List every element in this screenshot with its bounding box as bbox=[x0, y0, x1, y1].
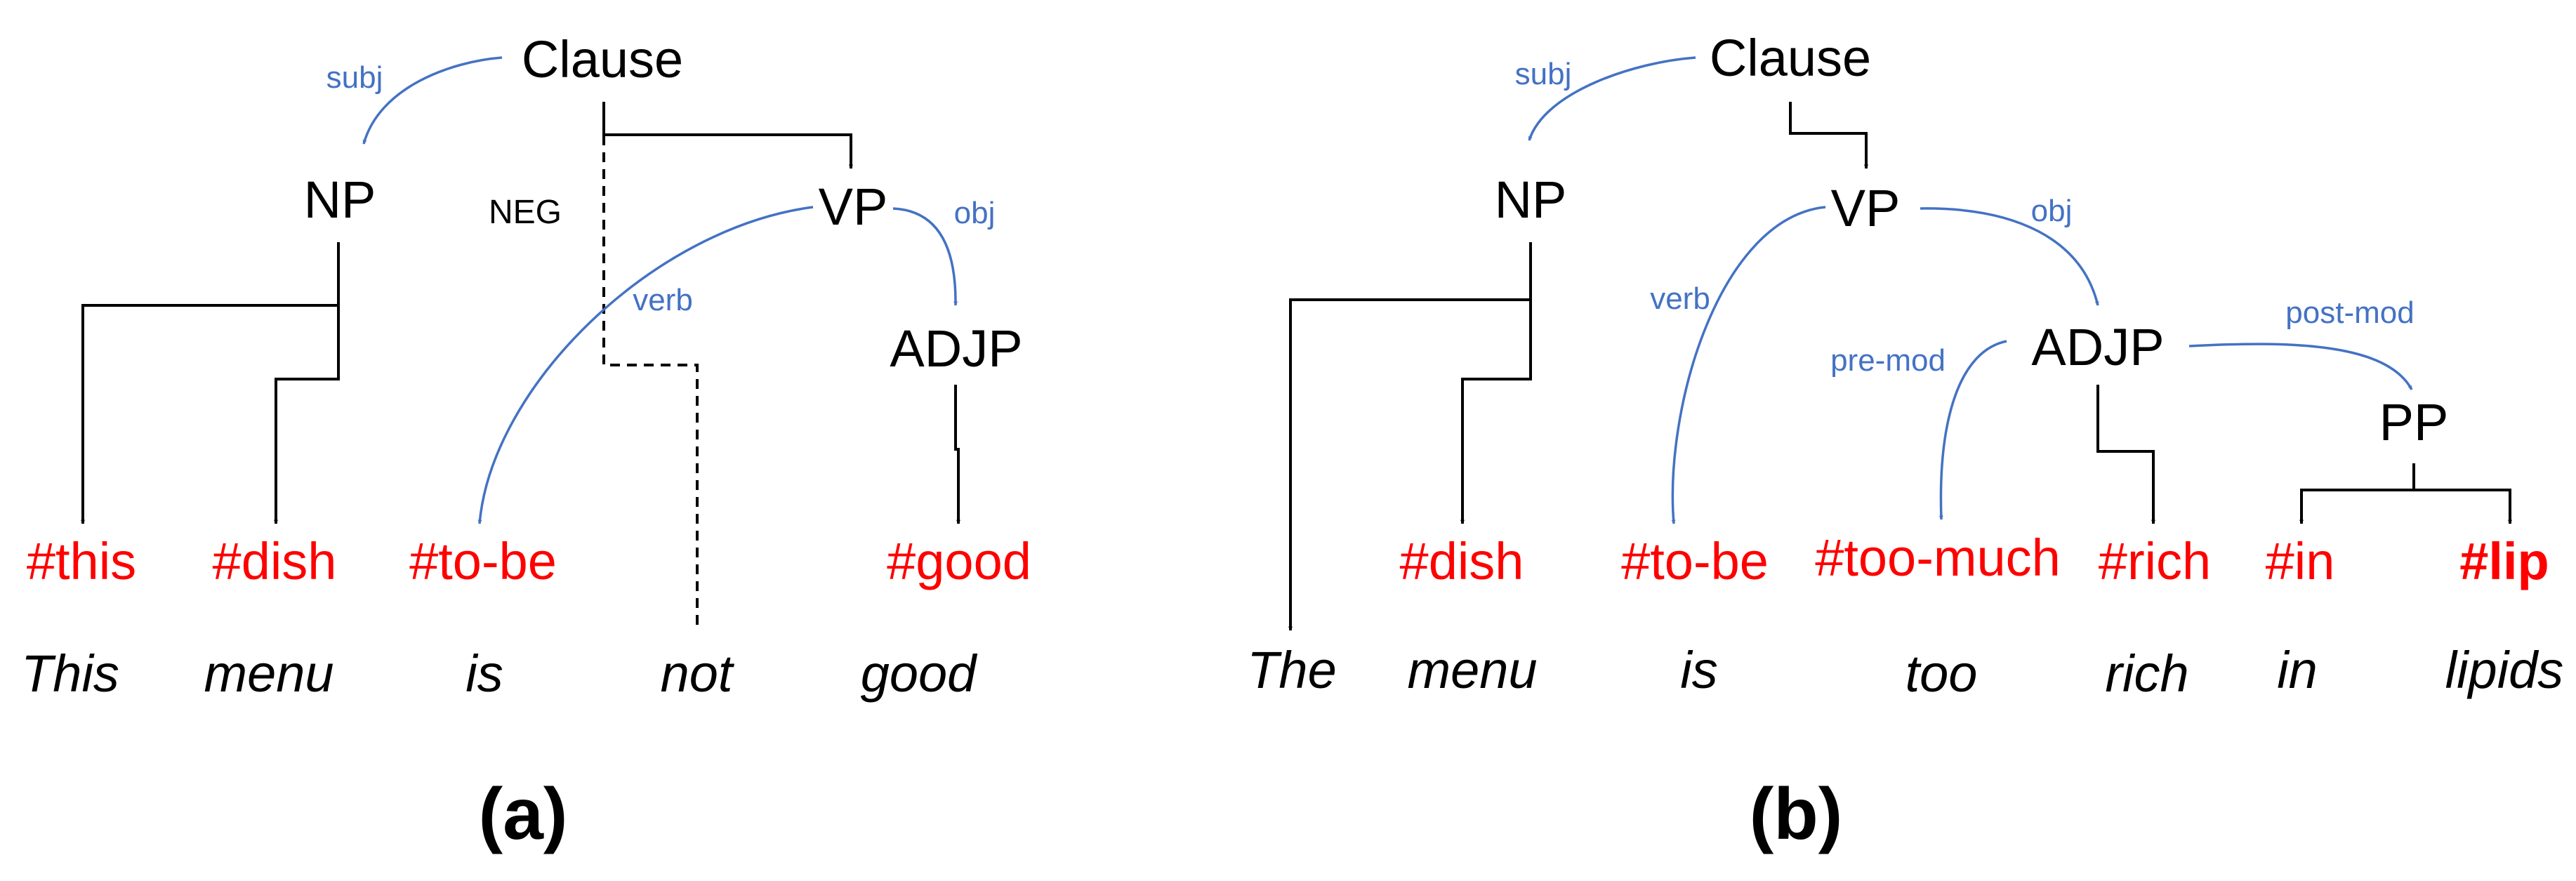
node-vp: VP bbox=[819, 178, 888, 236]
word-lipids: lipids bbox=[2445, 641, 2564, 699]
caption-a: (a) bbox=[478, 774, 567, 855]
node-adjp: ADJP bbox=[890, 319, 1022, 378]
arc-verb-b bbox=[1671, 206, 1826, 524]
word-menu-b: menu bbox=[1407, 641, 1537, 699]
edge-adjp-rich bbox=[2096, 385, 2155, 524]
tag-to-be: #to-be bbox=[409, 532, 557, 590]
panel-a: Clause NP NEG VP ADJP subj verb obj #thi… bbox=[21, 30, 1031, 855]
node-neg: NEG bbox=[489, 194, 562, 231]
node-clause-b: Clause bbox=[1710, 29, 1871, 87]
edge-pp-lip bbox=[2301, 489, 2512, 524]
node-np: NP bbox=[304, 171, 376, 229]
panel-b: Clause NP VP ADJP PP subj verb obj pre-m… bbox=[1247, 29, 2563, 855]
word-is-b: is bbox=[1680, 641, 1717, 699]
tag-dish: #dish bbox=[213, 532, 337, 590]
edge-clause-vp bbox=[602, 102, 853, 169]
tag-to-be-b: #to-be bbox=[1621, 532, 1769, 590]
tag-lip: #lip bbox=[2459, 532, 2549, 590]
word-menu: menu bbox=[204, 644, 333, 703]
tag-good: #good bbox=[887, 532, 1031, 590]
word-in: in bbox=[2277, 641, 2318, 699]
relation-pre-mod: pre-mod bbox=[1830, 343, 1946, 378]
edge-np-dish bbox=[274, 305, 340, 524]
node-pp: PP bbox=[2379, 393, 2449, 451]
word-this: This bbox=[21, 644, 119, 703]
edge-np-dish-b bbox=[1460, 300, 1532, 524]
edge-clause-vp-b bbox=[1789, 102, 1868, 169]
arc-obj bbox=[892, 207, 958, 306]
edge-np-the bbox=[1288, 242, 1532, 631]
edge-pp-in bbox=[2299, 463, 2415, 524]
tag-rich: #rich bbox=[2099, 532, 2211, 590]
tag-too-much: #too-much bbox=[1815, 529, 2061, 587]
relation-obj: obj bbox=[954, 196, 996, 230]
node-clause: Clause bbox=[522, 30, 683, 88]
word-not: not bbox=[661, 644, 735, 703]
arc-obj-b bbox=[1920, 207, 2099, 306]
tag-in: #in bbox=[2266, 532, 2335, 590]
word-too: too bbox=[1905, 644, 1978, 703]
relation-verb-b: verb bbox=[1650, 281, 1710, 316]
relation-subj: subj bbox=[326, 60, 383, 95]
relation-verb: verb bbox=[633, 283, 693, 317]
arc-subj-b bbox=[1528, 56, 1696, 141]
arc-verb bbox=[477, 206, 814, 524]
arc-pre-mod bbox=[1938, 340, 2007, 520]
arc-post-mod bbox=[2188, 343, 2413, 390]
relation-obj-b: obj bbox=[2031, 194, 2073, 228]
tag-this: #this bbox=[27, 532, 136, 590]
caption-b: (b) bbox=[1750, 774, 1843, 855]
tag-dish-b: #dish bbox=[1400, 532, 1524, 590]
word-rich: rich bbox=[2105, 644, 2188, 703]
word-the: The bbox=[1247, 641, 1337, 699]
relation-post-mod: post-mod bbox=[2285, 296, 2414, 330]
word-is: is bbox=[465, 644, 503, 703]
arc-subj bbox=[362, 56, 503, 145]
node-np-b: NP bbox=[1495, 171, 1567, 229]
edge-adjp-good bbox=[954, 385, 960, 524]
node-adjp-b: ADJP bbox=[2031, 318, 2164, 376]
edge-np-this bbox=[81, 242, 340, 524]
node-vp-b: VP bbox=[1831, 179, 1901, 237]
word-good: good bbox=[861, 644, 978, 703]
edge-neg-not-dashed bbox=[602, 102, 699, 630]
relation-subj-b: subj bbox=[1515, 57, 1572, 91]
